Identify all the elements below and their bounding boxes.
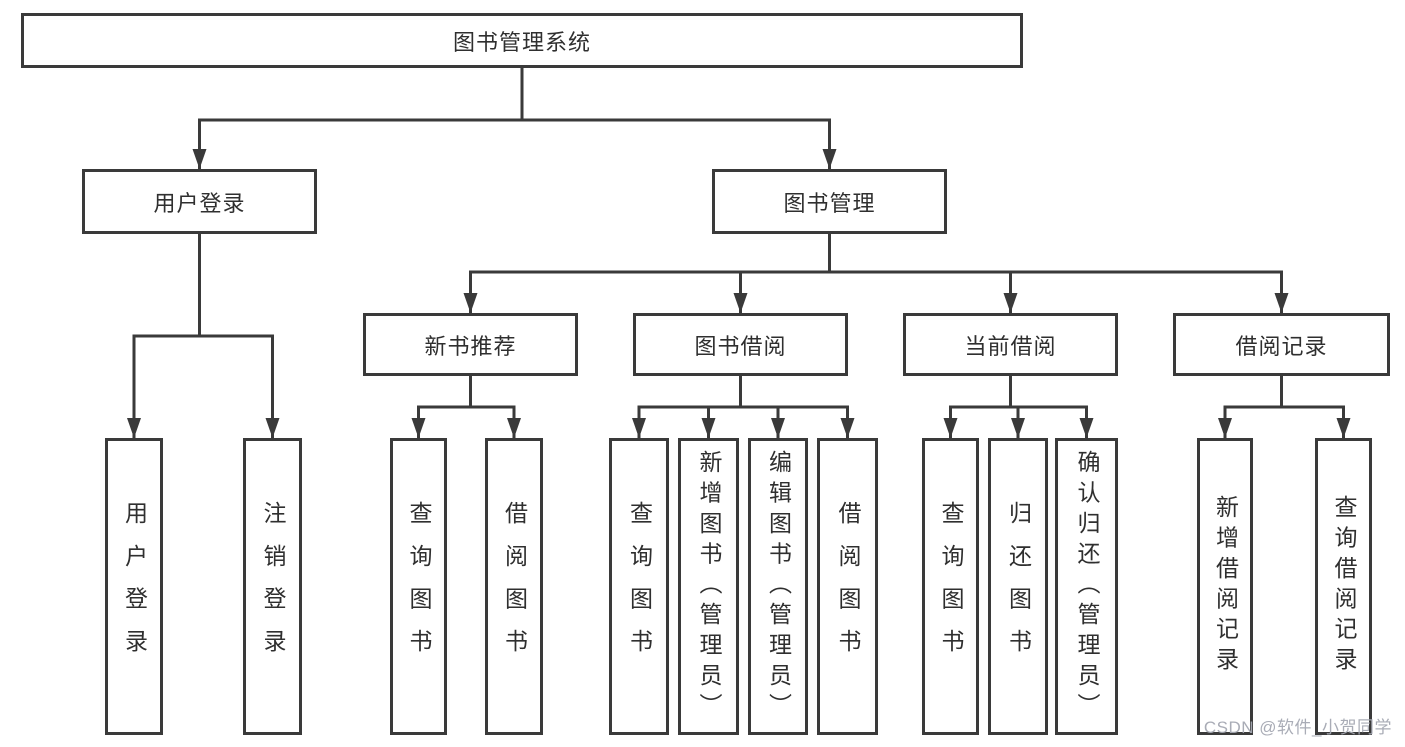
node-new-book-recommend: 新书推荐 (363, 313, 578, 376)
leaf-label: 新增图书（管理员） (696, 449, 722, 724)
leaf-label: 确认归还（管理员） (1074, 449, 1100, 724)
edge-current-borrow-trunk (949, 376, 1088, 409)
leaf-label: 注销登录 (260, 501, 286, 672)
leaf-label: 借阅图书 (835, 501, 861, 672)
leaf-cb-confirm-return-admin: 确认归还（管理员） (1055, 438, 1118, 735)
node-book-borrow: 图书借阅 (633, 313, 848, 376)
node-user-login: 用户登录 (82, 169, 317, 234)
leaf-bb-borrow-book: 借阅图书 (817, 438, 878, 735)
leaf-br-add-borrow-record: 新增借阅记录 (1197, 438, 1253, 735)
leaf-br-query-borrow-record: 查询借阅记录 (1315, 438, 1372, 735)
node-root: 图书管理系统 (21, 13, 1023, 68)
leaf-label: 借阅图书 (501, 501, 528, 672)
leaf-label: 编辑图书（管理员） (765, 449, 792, 724)
leaf-label: 用户登录 (121, 501, 148, 672)
leaf-bb-query-book: 查询图书 (609, 438, 669, 735)
edge-book-management-trunk (469, 234, 1283, 274)
leaf-label: 查询图书 (406, 501, 432, 672)
node-borrow-record: 借阅记录 (1173, 313, 1390, 376)
csdn-watermark: CSDN @软件_小贺同学 (1203, 718, 1392, 737)
edge-borrow-record-trunk (1223, 376, 1345, 409)
leaf-nb-query-book: 查询图书 (390, 438, 447, 735)
leaf-label: 归还图书 (1005, 501, 1032, 672)
leaf-label: 新增借阅记录 (1212, 495, 1239, 678)
node-current-borrow: 当前借阅 (903, 313, 1118, 376)
leaf-bb-edit-book-admin: 编辑图书（管理员） (748, 438, 808, 735)
leaf-logout: 注销登录 (243, 438, 302, 735)
leaf-bb-add-book-admin: 新增图书（管理员） (678, 438, 739, 735)
node-book-management: 图书管理 (712, 169, 947, 234)
edge-new-book-trunk (417, 376, 516, 409)
edge-user-login-trunk (132, 233, 274, 338)
leaf-user-login: 用户登录 (105, 438, 163, 735)
leaf-cb-query-book: 查询图书 (922, 438, 979, 735)
edge-root-trunk (198, 68, 831, 122)
edge-book-borrow-trunk (637, 376, 849, 409)
leaf-label: 查询图书 (938, 501, 964, 672)
leaf-nb-borrow-book: 借阅图书 (485, 438, 543, 735)
leaf-cb-return-book: 归还图书 (988, 438, 1048, 735)
leaf-label: 查询图书 (626, 501, 653, 672)
leaf-label: 查询借阅记录 (1331, 495, 1357, 678)
